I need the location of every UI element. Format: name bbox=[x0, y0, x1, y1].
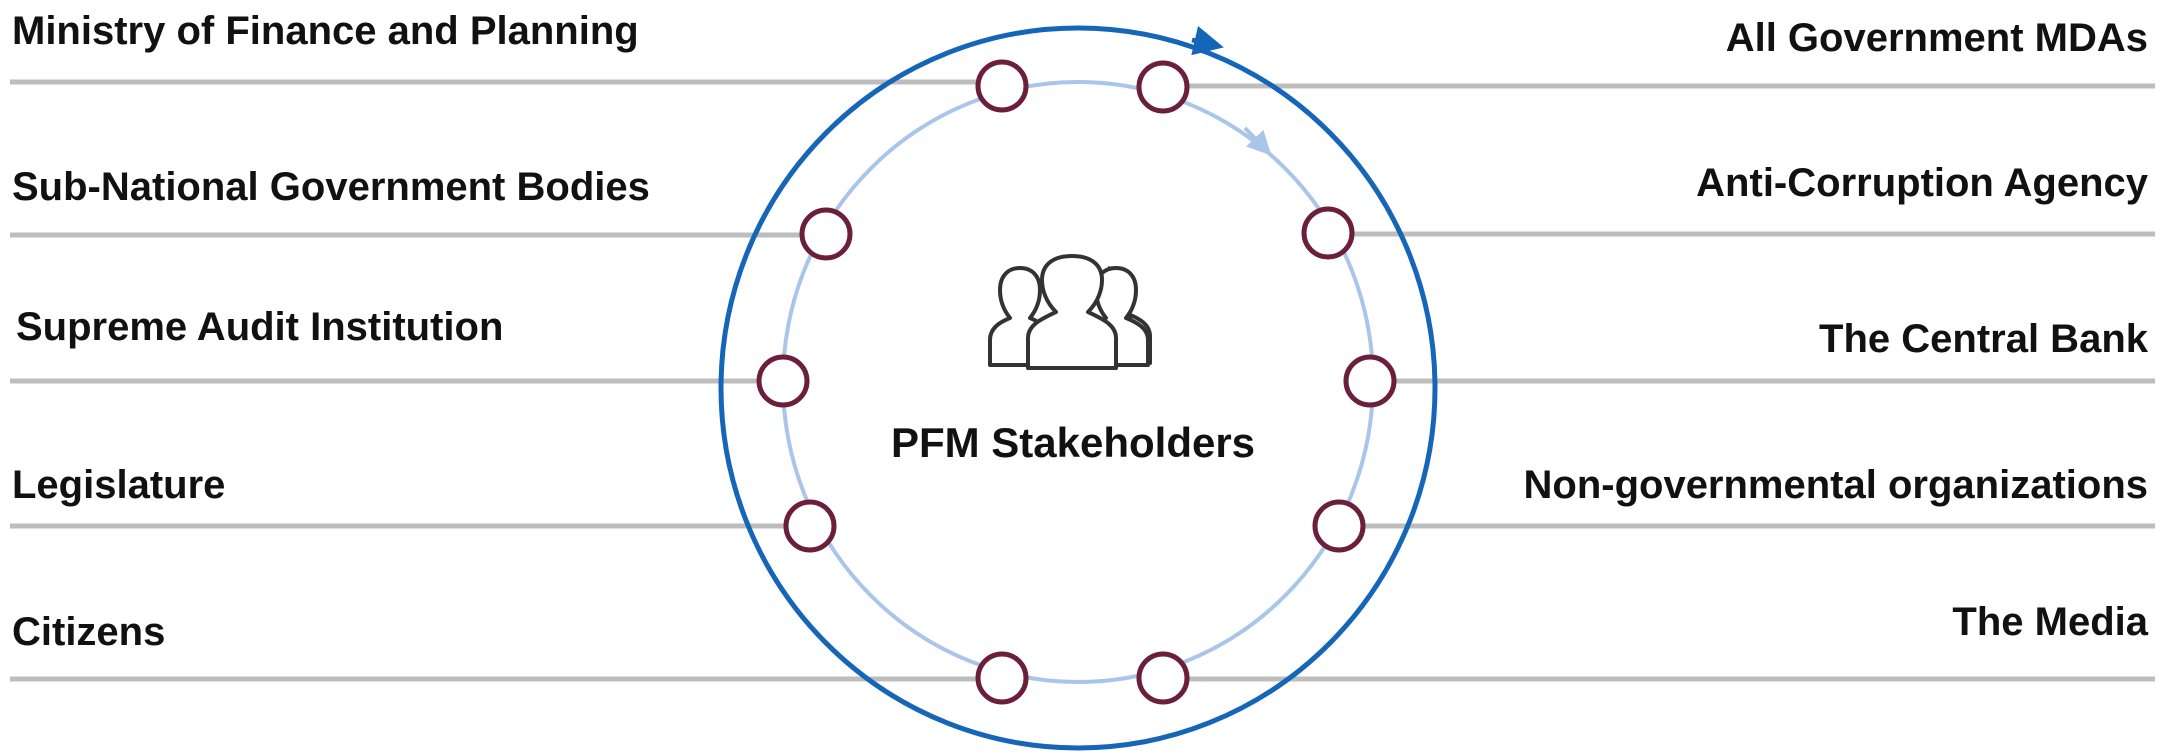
node-subnational bbox=[799, 207, 853, 261]
node-media bbox=[1136, 651, 1190, 705]
outer-ring bbox=[718, 25, 1438, 751]
node-ngos bbox=[1312, 499, 1366, 553]
node-central-bank bbox=[1343, 354, 1397, 408]
outer-ring-arrow bbox=[1191, 25, 1224, 56]
right-connector-lines bbox=[1163, 83, 2155, 682]
label-central-bank: The Central Bank bbox=[1819, 317, 2149, 361]
label-legislature: Legislature bbox=[12, 463, 225, 507]
inner-ring bbox=[781, 80, 1375, 684]
node-anticorruption bbox=[1301, 206, 1355, 260]
node-mdas bbox=[1136, 60, 1190, 114]
label-anti-corruption-agency: Anti-Corruption Agency bbox=[1696, 161, 2149, 205]
inner-ring-arrow bbox=[1243, 126, 1272, 156]
label-non-governmental-organizations: Non-governmental organizations bbox=[1524, 463, 2149, 507]
left-connector-lines bbox=[10, 79, 1000, 682]
stakeholder-nodes bbox=[756, 59, 1397, 705]
label-supreme-audit-institution: Supreme Audit Institution bbox=[16, 305, 503, 349]
node-legislature bbox=[783, 499, 837, 553]
node-sai bbox=[756, 354, 810, 408]
node-citizens bbox=[975, 651, 1029, 705]
people-group-icon bbox=[988, 254, 1152, 370]
label-citizens: Citizens bbox=[12, 610, 165, 654]
center-label: PFM Stakeholders bbox=[891, 419, 1255, 466]
label-all-government-mdas: All Government MDAs bbox=[1726, 16, 2148, 60]
label-sub-national-bodies: Sub-National Government Bodies bbox=[12, 165, 650, 209]
label-the-media: The Media bbox=[1952, 600, 2148, 644]
node-ministry bbox=[975, 59, 1029, 113]
label-ministry-of-finance: Ministry of Finance and Planning bbox=[12, 9, 639, 53]
